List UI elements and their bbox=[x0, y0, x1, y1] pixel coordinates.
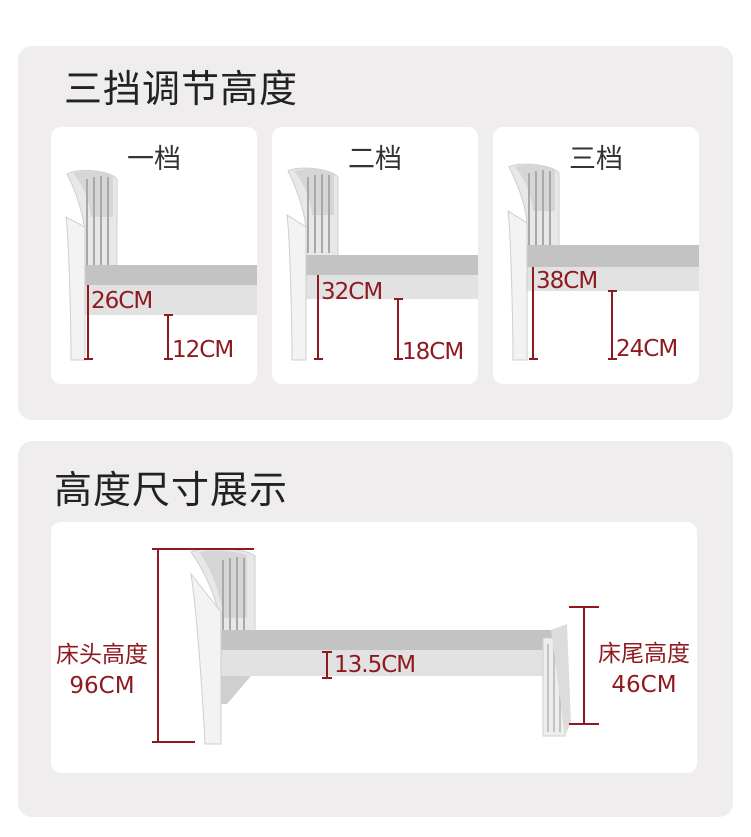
head-height-label-3: 38CM bbox=[536, 268, 598, 294]
gear-card-1: 一档 26CM 12CM bbox=[51, 127, 257, 384]
head-height-label-1: 26CM bbox=[91, 288, 153, 314]
gear-label-2: 二档 bbox=[348, 144, 402, 175]
head-height-label-2: 32CM bbox=[321, 279, 383, 305]
bed-side-illustration-1 bbox=[65, 169, 257, 361]
size-card: 床头高度 96CM 13.5CM 床尾高度 46CM bbox=[51, 522, 697, 773]
footboard-height-dimension: 床尾高度 46CM bbox=[592, 639, 696, 701]
gear-label-3: 三档 bbox=[569, 144, 623, 175]
floor-clearance-label-1: 12CM bbox=[172, 337, 234, 363]
size-section-title: 高度尺寸展示 bbox=[54, 468, 289, 512]
headboard-height-value: 96CM bbox=[69, 673, 135, 700]
floor-clearance-label-2: 18CM bbox=[402, 339, 464, 365]
bed-side-illustration-2 bbox=[286, 167, 478, 361]
headboard-height-label: 床头高度 bbox=[56, 642, 148, 668]
gear-card-2: 二档 32CM 18CM bbox=[272, 127, 478, 384]
bed-side-illustration-3 bbox=[507, 163, 699, 361]
headboard-height-dimension: 床头高度 96CM bbox=[51, 640, 153, 702]
gear-section-title: 三挡调节高度 bbox=[64, 67, 299, 111]
frame-thickness-label: 13.5CM bbox=[334, 652, 416, 678]
gear-label-1: 一档 bbox=[127, 144, 181, 175]
gear-section: 三挡调节高度 一档 26CM 12CM 二档 bbox=[18, 46, 733, 420]
size-section: 高度尺寸展示 bbox=[18, 441, 733, 817]
footboard-height-value: 46CM bbox=[611, 672, 677, 699]
gear-card-3: 三档 38CM 24CM bbox=[493, 127, 699, 384]
footboard-height-label: 床尾高度 bbox=[598, 641, 690, 667]
floor-clearance-label-3: 24CM bbox=[616, 336, 678, 362]
bed-full-illustration bbox=[152, 548, 599, 745]
